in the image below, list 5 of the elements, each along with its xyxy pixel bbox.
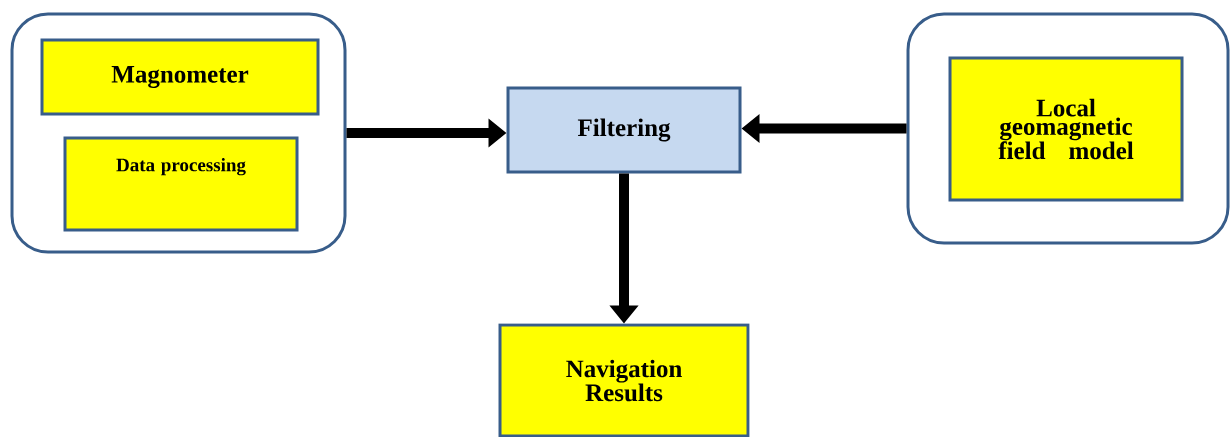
process-box: Filtering: [506, 86, 742, 174]
process-box: Data processing: [63, 136, 299, 232]
process-box: Local geomagnetic field model: [948, 56, 1184, 202]
process-box: Navigation Results: [498, 323, 750, 437]
process-box: Magnometer: [40, 38, 320, 116]
